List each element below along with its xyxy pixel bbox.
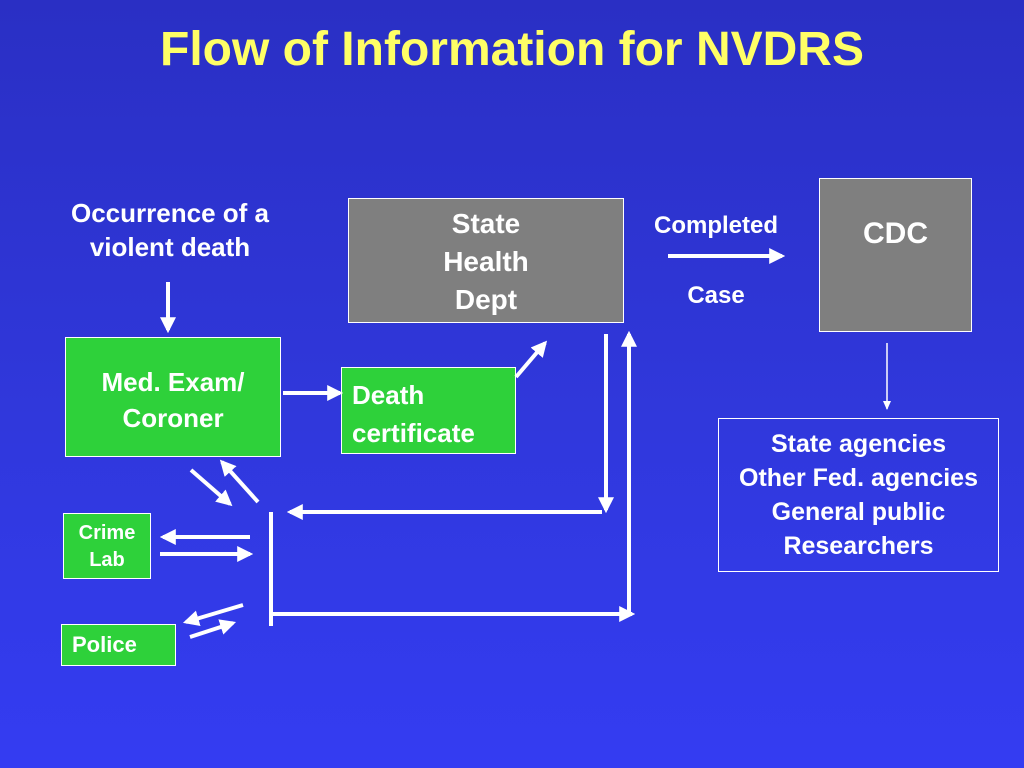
arrow-med-exam-to-hub [189, 468, 233, 507]
arrow-hub-to-police [182, 603, 244, 627]
arrow-death-cert-to-state-health [514, 340, 548, 379]
cdc-box: CDC [819, 178, 972, 332]
police-label: Police [72, 632, 137, 657]
crime-lab-box: Crime Lab [63, 513, 151, 579]
police-box: Police [61, 624, 176, 666]
cdc-label: CDC [863, 217, 928, 250]
death-certificate-label: Death certificate [352, 380, 475, 448]
death-certificate-box: Death certificate [341, 367, 516, 454]
page-title: Flow of Information for NVDRS [160, 23, 864, 76]
case-label: Case [687, 282, 745, 309]
crime-lab-label: Crime Lab [78, 522, 136, 571]
arrow-hub-to-med-exam [219, 459, 260, 504]
recipient-general-public: General public [771, 498, 946, 526]
state-health-dept-box: State Health Dept [348, 198, 624, 323]
completed-label: Completed [653, 212, 778, 239]
recipient-researchers: Researchers [783, 532, 934, 560]
recipient-other-fed-agencies: Other Fed. agencies [739, 464, 978, 492]
occurrence-label: Occurrence of a violent death [40, 196, 300, 264]
occurrence-text: Occurrence of a violent death [71, 198, 269, 262]
arrow-police-to-hub [189, 619, 237, 639]
med-exam-coroner-box: Med. Exam/ Coroner [65, 337, 281, 457]
state-health-dept-label: State Health Dept [443, 208, 529, 315]
recipient-state-agencies: State agencies [770, 430, 947, 458]
recipients-box: State agencies Other Fed. agencies Gener… [718, 418, 999, 572]
med-exam-label: Med. Exam/ Coroner [101, 367, 245, 433]
